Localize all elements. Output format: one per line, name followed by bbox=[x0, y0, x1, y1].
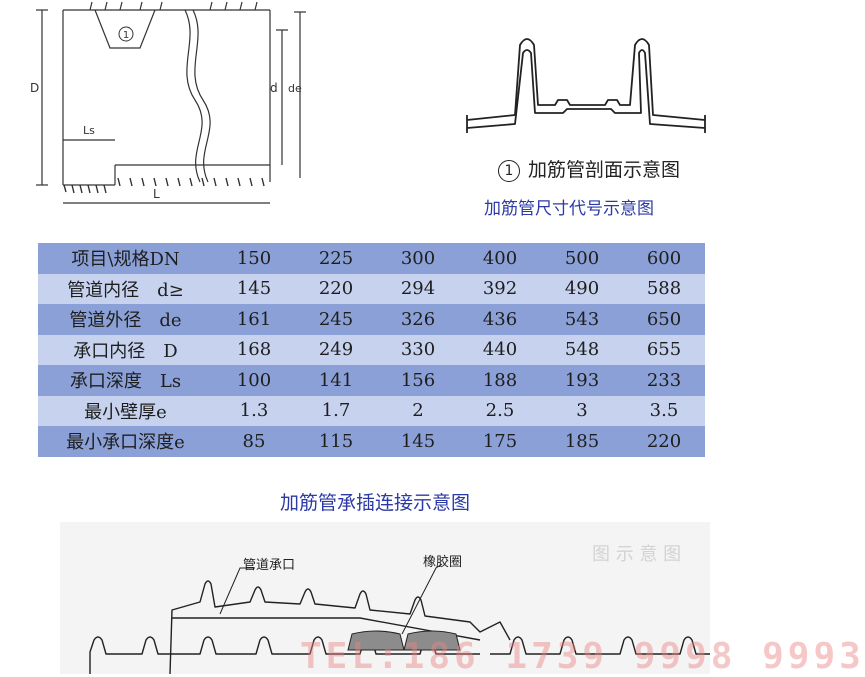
table-cell: 2 bbox=[412, 400, 424, 422]
table-cell: 3.5 bbox=[649, 400, 679, 422]
rib-section-drawing bbox=[466, 38, 706, 133]
pipe-dimension-drawing: 1 D d de Ls L bbox=[30, 1, 306, 204]
table-row: 管道内径 d≥ 145 220 294 392 490 588 bbox=[38, 273, 705, 304]
table-cell: 161 bbox=[236, 308, 272, 330]
rib-marker: 1 bbox=[498, 160, 520, 182]
table-cell: 115 bbox=[318, 430, 354, 452]
table-cell: 141 bbox=[318, 369, 354, 391]
table-cell: 600 bbox=[646, 247, 682, 269]
table-cell: 655 bbox=[646, 339, 682, 361]
label-L: L bbox=[153, 187, 160, 201]
socket-label: 管道承口 bbox=[243, 558, 296, 573]
row-label: 项目\规格DN bbox=[71, 249, 180, 271]
table-cell: 85 bbox=[242, 430, 266, 452]
row-label: 承口内径 D bbox=[73, 340, 178, 362]
table-cell: 330 bbox=[400, 339, 436, 361]
row-label: 管道外径 de bbox=[69, 310, 182, 332]
label-de: de bbox=[288, 82, 302, 95]
table-cell: 168 bbox=[236, 339, 272, 361]
table-row: 最小壁厚e 1.3 1.7 2 2.5 3 3.5 bbox=[38, 395, 705, 426]
table-cell: 156 bbox=[400, 369, 436, 391]
table-cell: 294 bbox=[400, 278, 436, 300]
table-cell: 245 bbox=[318, 308, 354, 330]
table-cell: 400 bbox=[482, 247, 518, 269]
table-cell: 225 bbox=[318, 247, 354, 269]
table-cell: 145 bbox=[400, 430, 436, 452]
table-cell: 392 bbox=[482, 278, 518, 300]
table-cell: 1.3 bbox=[239, 400, 269, 422]
row-label: 管道内径 d≥ bbox=[67, 279, 184, 301]
rubber-ring-label: 橡胶圈 bbox=[423, 555, 463, 570]
label-D: D bbox=[30, 81, 39, 95]
table-cell: 100 bbox=[236, 369, 272, 391]
table-cell: 1.7 bbox=[321, 400, 351, 422]
row-label: 承口深度 Ls bbox=[69, 371, 182, 393]
phone-watermark: TEL:186 1739 9998 9993 bbox=[300, 636, 865, 677]
table-row: 承口内径 D 168 249 330 440 548 655 bbox=[38, 334, 705, 365]
table-cell: 188 bbox=[482, 369, 518, 391]
side-watermark: 图 示 意 图 bbox=[592, 544, 682, 565]
table-cell: 150 bbox=[236, 247, 272, 269]
joint-diagram-caption: 加筋管承插连接示意图 bbox=[279, 492, 470, 514]
table-cell: 3 bbox=[576, 400, 588, 422]
table-row: 项目\规格DN 150 225 300 400 500 600 bbox=[38, 243, 705, 274]
label-d: d bbox=[270, 81, 278, 95]
table-cell: 145 bbox=[236, 278, 272, 300]
row-label: 最小承口深度e bbox=[66, 432, 185, 454]
joint-connection-drawing bbox=[60, 522, 710, 675]
rib-section-caption: 1 加筋管剖面示意图 bbox=[498, 155, 680, 182]
table-cell: 543 bbox=[564, 308, 600, 330]
table-row: 承口深度 Ls 100 141 156 188 193 233 bbox=[38, 365, 705, 396]
table-cell: 490 bbox=[564, 278, 600, 300]
table-cell: 220 bbox=[646, 430, 682, 452]
table-cell: 650 bbox=[646, 308, 682, 330]
table-cell: 185 bbox=[564, 430, 600, 452]
label-Ls: Ls bbox=[83, 124, 95, 137]
table-cell: 2.5 bbox=[485, 400, 515, 422]
table-cell: 548 bbox=[564, 339, 600, 361]
rib-caption-text: 加筋管剖面示意图 bbox=[528, 159, 681, 181]
table-cell: 220 bbox=[318, 278, 354, 300]
table-cell: 193 bbox=[564, 369, 600, 391]
table-row: 最小承口深度e 85 115 145 175 185 220 bbox=[38, 426, 705, 457]
table-cell: 233 bbox=[646, 369, 682, 391]
pipe-marker: 1 bbox=[123, 30, 129, 41]
table-row: 管道外径 de 161 245 326 436 543 650 bbox=[38, 304, 705, 335]
table-cell: 175 bbox=[482, 430, 518, 452]
table-cell: 326 bbox=[400, 308, 436, 330]
spec-table: 项目\规格DN 150 225 300 400 500 600 管道内径 d≥ 145 220 29… bbox=[38, 243, 705, 457]
table-cell: 300 bbox=[400, 247, 436, 269]
row-label: 最小壁厚e bbox=[84, 401, 167, 423]
table-cell: 440 bbox=[482, 339, 518, 361]
size-diagram-caption: 加筋管尺寸代号示意图 bbox=[484, 199, 654, 219]
table-cell: 588 bbox=[646, 278, 682, 300]
table-cell: 436 bbox=[482, 308, 518, 330]
table-cell: 249 bbox=[318, 339, 354, 361]
table-cell: 500 bbox=[564, 247, 600, 269]
